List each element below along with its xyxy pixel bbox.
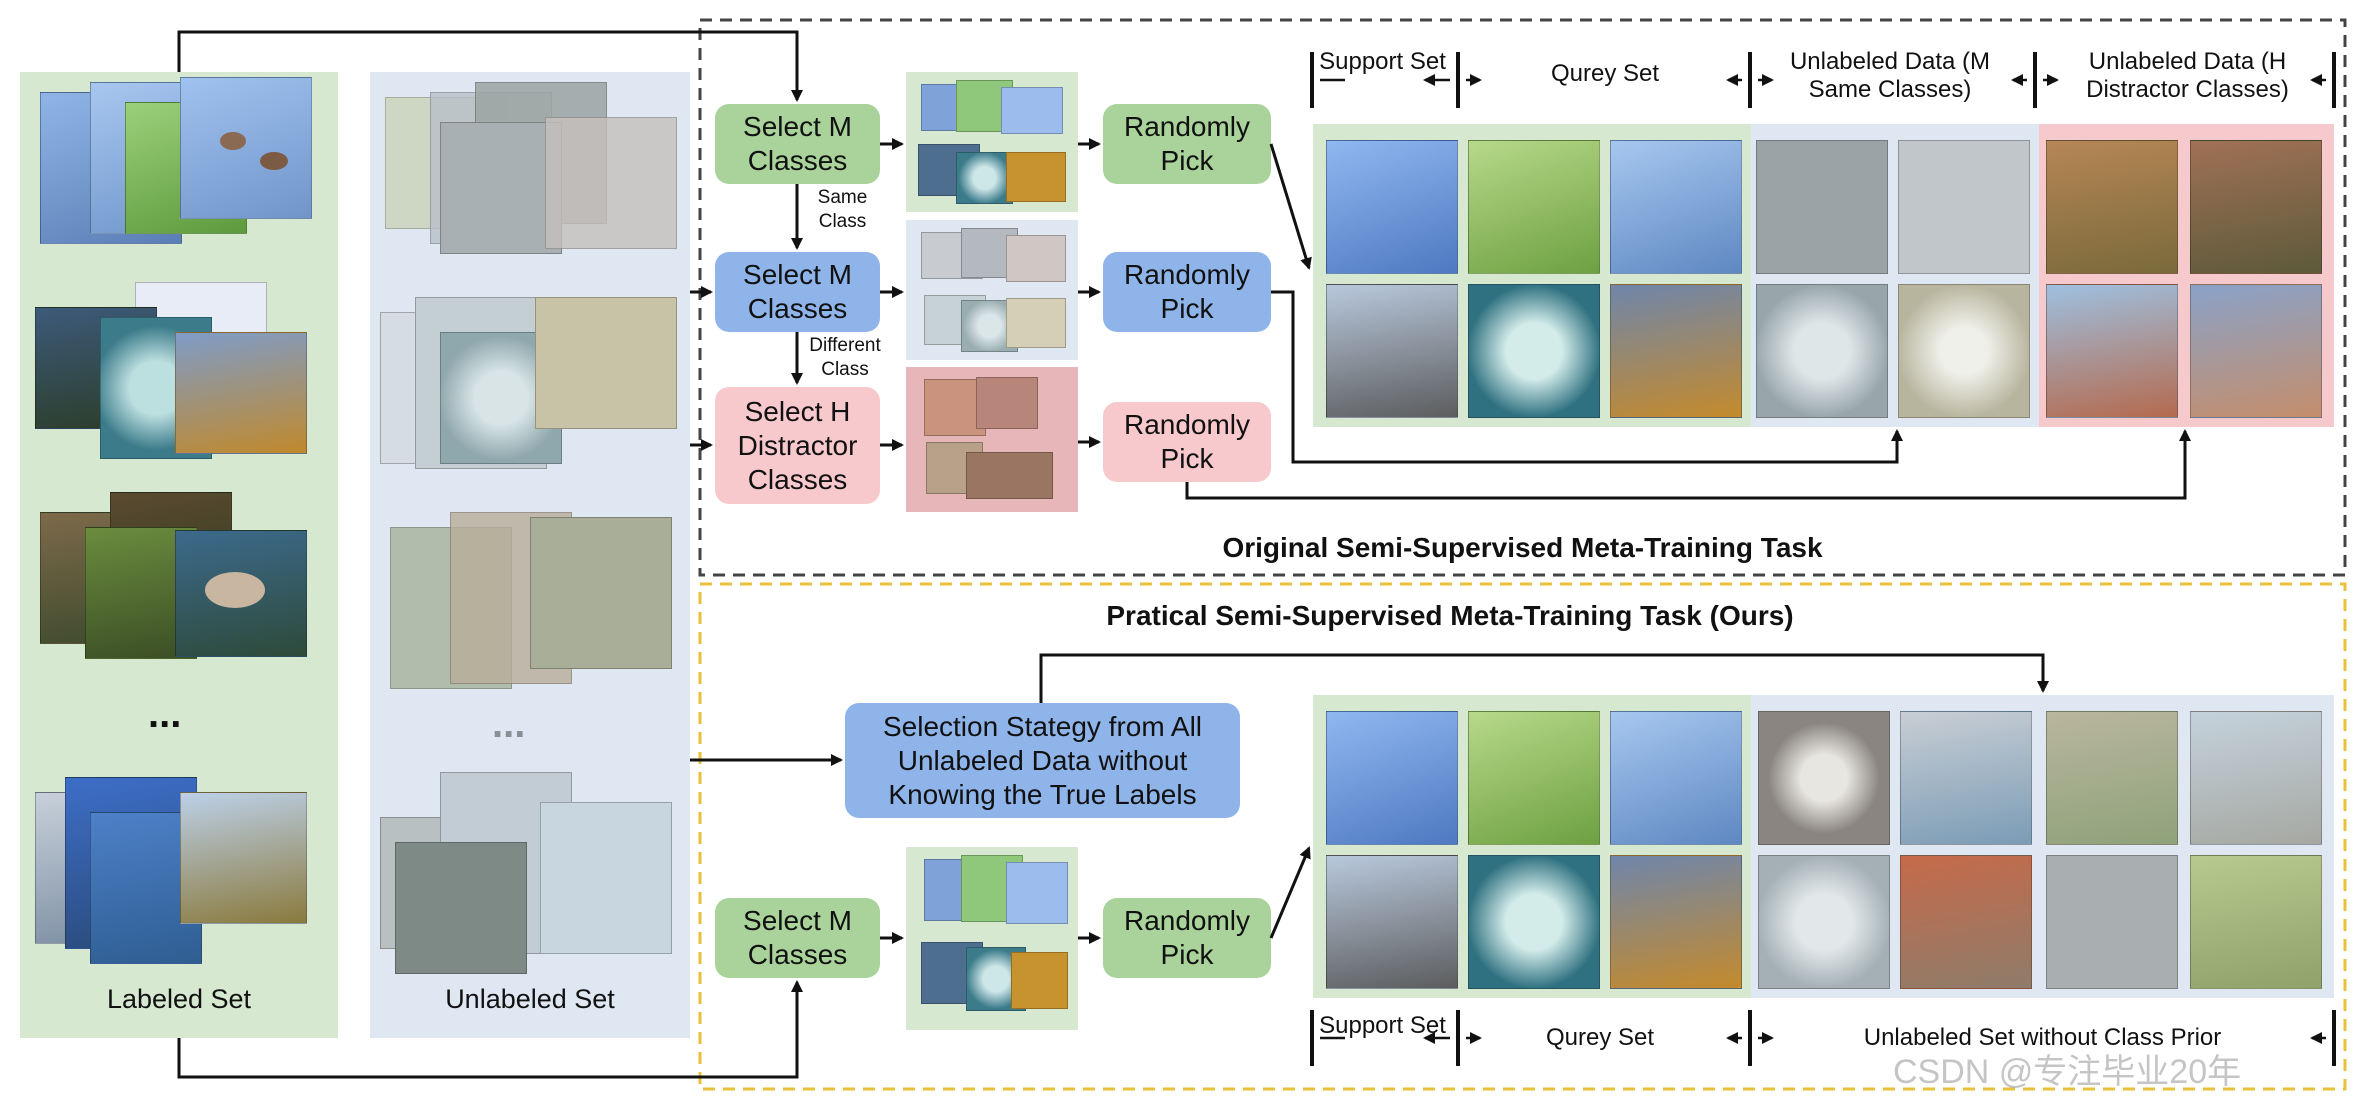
unlabeled-set-label: Unlabeled Set — [445, 984, 615, 1014]
unlabeled-no-prior-image — [1758, 855, 1890, 989]
unlabeled-no-prior-image — [2046, 711, 2178, 845]
bird-figure-icon — [220, 132, 246, 150]
selected-images-cluster-3 — [906, 367, 1078, 512]
unlabeled-no-prior-image — [1900, 711, 2032, 845]
unlabeled-image — [540, 802, 672, 954]
header-unlabeled-distractor: Unlabeled Data (H Distractor Classes) — [2086, 48, 2289, 103]
cluster-image — [1006, 298, 1066, 348]
bracket-original-support — [1310, 52, 1460, 108]
randomly-pick-box-1: Randomly Pick — [1103, 104, 1271, 184]
cluster-image — [1006, 152, 1066, 202]
cluster-image — [956, 152, 1013, 204]
original-task-title: Original Semi-Supervised Meta-Training T… — [1222, 532, 1823, 563]
same-class-label: Same Class — [817, 187, 868, 232]
cluster-image — [924, 379, 986, 436]
arrow-pick2-to-unlabeled-same — [1271, 290, 1903, 464]
select-m-classes-box-1: Select M Classes — [715, 104, 880, 184]
unlabeled-same-image — [1756, 284, 1888, 418]
select-m-classes-box-2: Select M Classes — [715, 252, 880, 332]
cluster-image — [1006, 862, 1068, 924]
cluster-image — [1006, 235, 1066, 282]
original-task-border — [698, 18, 2347, 577]
practical-task-border — [698, 582, 2347, 1091]
unlabeled-set-panel: ... Unlabeled Set — [370, 72, 690, 1038]
bracket-practical-support — [1310, 1010, 1460, 1066]
header-query-set: Qurey Set — [1550, 60, 1660, 87]
unlabeled-no-prior-image — [2046, 855, 2178, 989]
arrow-practical-pick-to-grid — [1269, 846, 1311, 939]
unlabeled-distractor-image — [2046, 140, 2178, 274]
cluster-image — [966, 452, 1053, 499]
different-class-label: Different Class — [809, 335, 881, 380]
unlabeled-distractor-image — [2046, 284, 2178, 418]
support-image-bird — [1326, 711, 1458, 845]
support-image-bird — [1326, 140, 1458, 274]
cluster-image — [1011, 952, 1068, 1009]
labeled-set-label: Labeled Set — [106, 984, 252, 1014]
query-image-dome — [1468, 855, 1600, 989]
labeled-image — [180, 792, 307, 924]
labeled-image — [175, 332, 307, 454]
labeled-ellipsis: ... — [148, 692, 182, 736]
unlabeled-image — [440, 122, 562, 254]
unlabeled-distractor-image — [2190, 140, 2322, 274]
unlabeled-image — [535, 297, 677, 429]
query-image-dome — [1610, 855, 1742, 989]
cluster-image — [1001, 87, 1063, 134]
query-image-bird — [1468, 140, 1600, 274]
query-image-bird — [1610, 711, 1742, 845]
labeled-set-panel: ... Labeled Set — [20, 72, 338, 1038]
support-image-dome — [1326, 855, 1458, 989]
mushroom-figure-icon — [205, 572, 265, 608]
selected-images-cluster-1 — [906, 72, 1078, 212]
practical-randomly-pick-box: Randomly Pick — [1103, 898, 1271, 978]
unlabeled-ellipsis: ... — [492, 702, 526, 746]
arrow-pick3-to-unlabeled-distractor — [1185, 429, 2191, 500]
unlabeled-image — [530, 517, 672, 669]
query-image-bird — [1610, 140, 1742, 274]
labeled-image — [180, 77, 312, 219]
select-h-distractor-box: Select H Distractor Classes — [715, 387, 880, 504]
unlabeled-image — [545, 117, 677, 249]
practical-task-title: Pratical Semi-Supervised Meta-Training T… — [1106, 600, 1794, 631]
randomly-pick-box-3: Randomly Pick — [1103, 402, 1271, 482]
unlabeled-same-image — [1898, 140, 2030, 274]
practical-header-unlabeled: Unlabeled Set without Class Prior — [1863, 1024, 2222, 1051]
arrow-labeled-to-practical-select-m — [177, 980, 803, 1079]
header-unlabeled-same: Unlabeled Data (M Same Classes) — [1789, 48, 1991, 103]
query-image-dome — [1610, 284, 1742, 418]
arrow-labeled-to-select-m — [177, 30, 803, 102]
watermark: CSDN @专注毕业20年 — [1893, 1053, 2242, 1091]
selection-strategy-box: Selection Stategy from All Unlabeled Dat… — [845, 703, 1240, 818]
query-image-bird — [1468, 711, 1600, 845]
unlabeled-no-prior-image — [2190, 855, 2322, 989]
arrow-strategy-to-unlabeled — [1039, 653, 2049, 703]
unlabeled-same-image — [1756, 140, 1888, 274]
practical-selected-images-cluster — [906, 847, 1078, 1030]
bird-figure-icon — [260, 152, 288, 170]
cluster-image — [976, 377, 1038, 429]
practical-select-m-classes-box: Select M Classes — [715, 898, 880, 978]
practical-header-query-set: Qurey Set — [1545, 1024, 1655, 1051]
unlabeled-same-image — [1898, 284, 2030, 418]
arrow-pick1-to-grid — [1269, 143, 1312, 270]
unlabeled-no-prior-image — [2190, 711, 2322, 845]
unlabeled-distractor-image — [2190, 284, 2322, 418]
support-image-dome — [1326, 284, 1458, 418]
unlabeled-image — [395, 842, 527, 974]
query-image-dome — [1468, 284, 1600, 418]
randomly-pick-box-2: Randomly Pick — [1103, 252, 1271, 332]
unlabeled-no-prior-image — [1900, 855, 2032, 989]
selected-images-cluster-2 — [906, 220, 1078, 360]
unlabeled-no-prior-image — [1758, 711, 1890, 845]
